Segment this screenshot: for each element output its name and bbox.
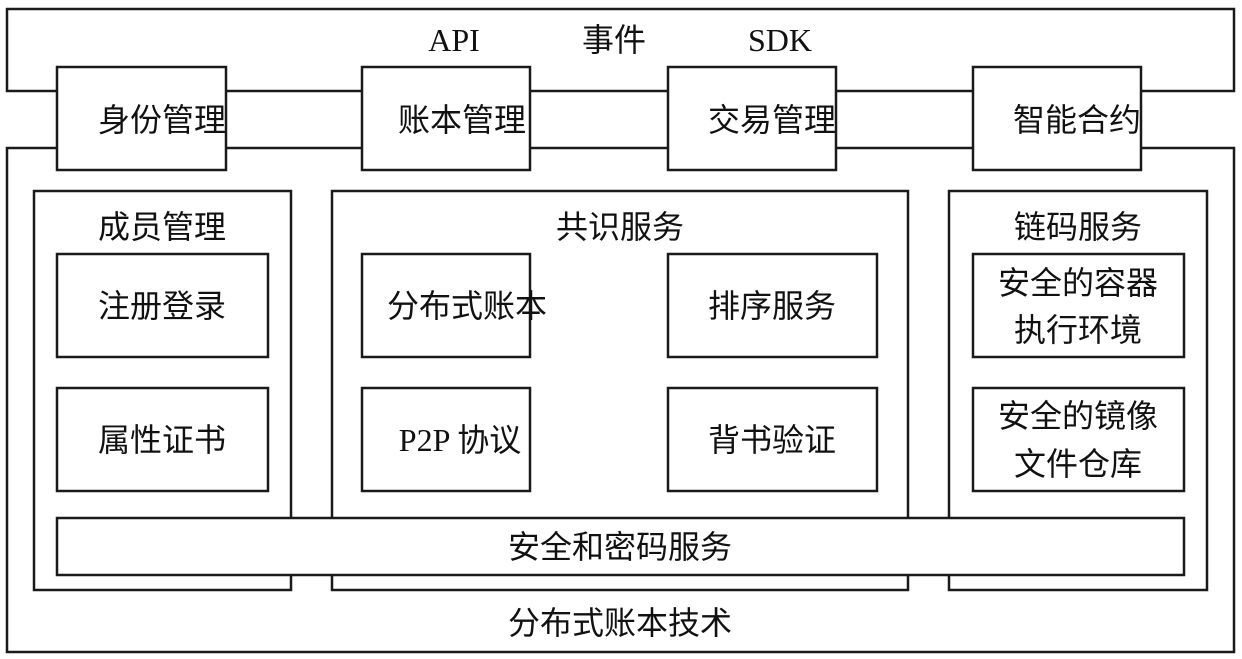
top-module-identity: 身份管理 xyxy=(55,65,228,172)
member-panel-title: 成员管理 xyxy=(98,209,226,245)
svg-text:分布式账本: 分布式账本 xyxy=(387,288,547,324)
top-module-transaction: 交易管理 xyxy=(666,65,838,172)
events-label: 事件 xyxy=(582,22,646,58)
top-module-ledger: 账本管理 xyxy=(360,65,532,172)
svg-text:执行环境: 执行环境 xyxy=(1014,312,1142,348)
svg-text:属性证书: 属性证书 xyxy=(98,422,226,458)
security-bar: 安全和密码服务 xyxy=(55,516,1186,577)
svg-text:交易管理: 交易管理 xyxy=(708,102,836,138)
svg-text:P2P 协议: P2P 协议 xyxy=(399,422,521,458)
svg-text:安全的容器: 安全的容器 xyxy=(998,265,1158,301)
consensus-item-ordering: 排序服务 xyxy=(666,252,879,359)
svg-text:背书验证: 背书验证 xyxy=(708,422,836,458)
dlt-label: 分布式账本技术 xyxy=(508,605,732,641)
svg-text:身份管理: 身份管理 xyxy=(98,102,226,138)
svg-text:智能合约: 智能合约 xyxy=(1013,102,1141,138)
chaincode-panel-title: 链码服务 xyxy=(1014,209,1142,245)
member-item-register: 注册登录 xyxy=(55,252,270,359)
svg-text:安全的镜像: 安全的镜像 xyxy=(998,398,1158,434)
member-item-cert: 属性证书 xyxy=(55,386,270,493)
sdk-label: SDK xyxy=(748,22,812,58)
consensus-panel-title: 共识服务 xyxy=(556,209,684,245)
consensus-item-p2p: P2P 协议 xyxy=(360,386,532,493)
interface-band xyxy=(5,7,1236,93)
consensus-item-endorse: 背书验证 xyxy=(666,386,879,493)
svg-text:排序服务: 排序服务 xyxy=(708,288,836,324)
svg-text:账本管理: 账本管理 xyxy=(398,102,526,138)
consensus-item-ledger: 分布式账本 xyxy=(360,252,547,359)
api-label: API xyxy=(428,22,480,58)
svg-text:安全和密码服务: 安全和密码服务 xyxy=(508,529,732,565)
svg-text:文件仓库: 文件仓库 xyxy=(1014,446,1142,482)
top-module-smart-contract: 智能合约 xyxy=(971,65,1143,172)
dlt-frame xyxy=(5,146,1236,654)
svg-text:注册登录: 注册登录 xyxy=(98,288,226,324)
